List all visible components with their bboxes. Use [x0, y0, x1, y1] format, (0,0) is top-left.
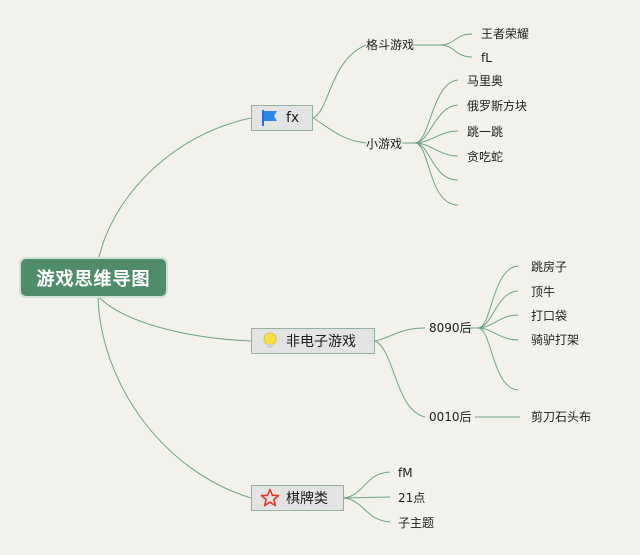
group-mini-games[interactable]: 小游戏 — [366, 137, 403, 151]
item-jump-jump[interactable]: 跳一跳 — [467, 125, 504, 139]
connector-line — [439, 33, 473, 46]
branch-board-card-label: 棋牌类 — [286, 491, 328, 507]
group-0010[interactable]: 0010后 — [429, 410, 472, 424]
item-fl[interactable]: fL — [481, 51, 492, 65]
item-tiao-fangzi[interactable]: 跳房子 — [531, 260, 568, 274]
item-sub-topic[interactable]: 子主题 — [398, 516, 435, 530]
item-qilv-dajia[interactable]: 骑驴打架 — [531, 333, 580, 347]
connector-line — [343, 497, 391, 523]
yellow-lightbulb-icon — [260, 331, 280, 351]
connector-line — [97, 295, 252, 499]
connector-line — [343, 496, 391, 499]
connector-line — [414, 130, 459, 144]
connector-line — [97, 295, 252, 342]
connector-line — [477, 265, 519, 329]
item-rock-paper-scissors[interactable]: 剪刀石头布 — [531, 410, 592, 424]
connector-line — [414, 142, 459, 206]
blue-flag-icon — [260, 108, 280, 128]
branch-fx[interactable]: fx — [251, 105, 313, 131]
item-mario[interactable]: 马里奥 — [467, 74, 504, 88]
item-fm[interactable]: fM — [398, 466, 413, 480]
connector-line — [439, 44, 473, 58]
connector-line — [414, 104, 459, 144]
item-wangzhe-rongyao[interactable]: 王者荣耀 — [481, 27, 530, 41]
item-da-koudai[interactable]: 打口袋 — [531, 309, 568, 323]
branch-non-electronic-games[interactable]: 非电子游戏 — [251, 328, 375, 354]
group-fighting-games[interactable]: 格斗游戏 — [366, 38, 415, 52]
item-21-points[interactable]: 21点 — [398, 491, 426, 505]
connector-line — [312, 44, 367, 119]
item-tetris[interactable]: 俄罗斯方块 — [467, 99, 528, 113]
connector-line — [414, 79, 459, 144]
branch-board-card-games[interactable]: 棋牌类 — [251, 485, 344, 511]
root-topic-label: 游戏思维导图 — [36, 268, 151, 290]
connector-line — [477, 314, 519, 329]
connector-line — [374, 327, 426, 342]
connector-line — [414, 142, 459, 157]
item-ding-niu[interactable]: 顶牛 — [531, 285, 556, 299]
connector-line — [312, 117, 367, 144]
connector-line — [477, 327, 519, 391]
branch-fx-label: fx — [286, 110, 300, 126]
branch-non-electronic-label: 非电子游戏 — [286, 334, 356, 350]
item-snake[interactable]: 贪吃蛇 — [467, 150, 504, 164]
connector-line — [97, 117, 252, 263]
connector-line — [477, 327, 519, 341]
connector-line — [477, 290, 519, 329]
root-topic[interactable]: 游戏思维导图 — [21, 259, 166, 296]
connector-line — [374, 340, 426, 418]
group-8090[interactable]: 8090后 — [429, 321, 472, 335]
red-star-outline-icon — [260, 488, 280, 508]
connector-line — [343, 471, 391, 499]
